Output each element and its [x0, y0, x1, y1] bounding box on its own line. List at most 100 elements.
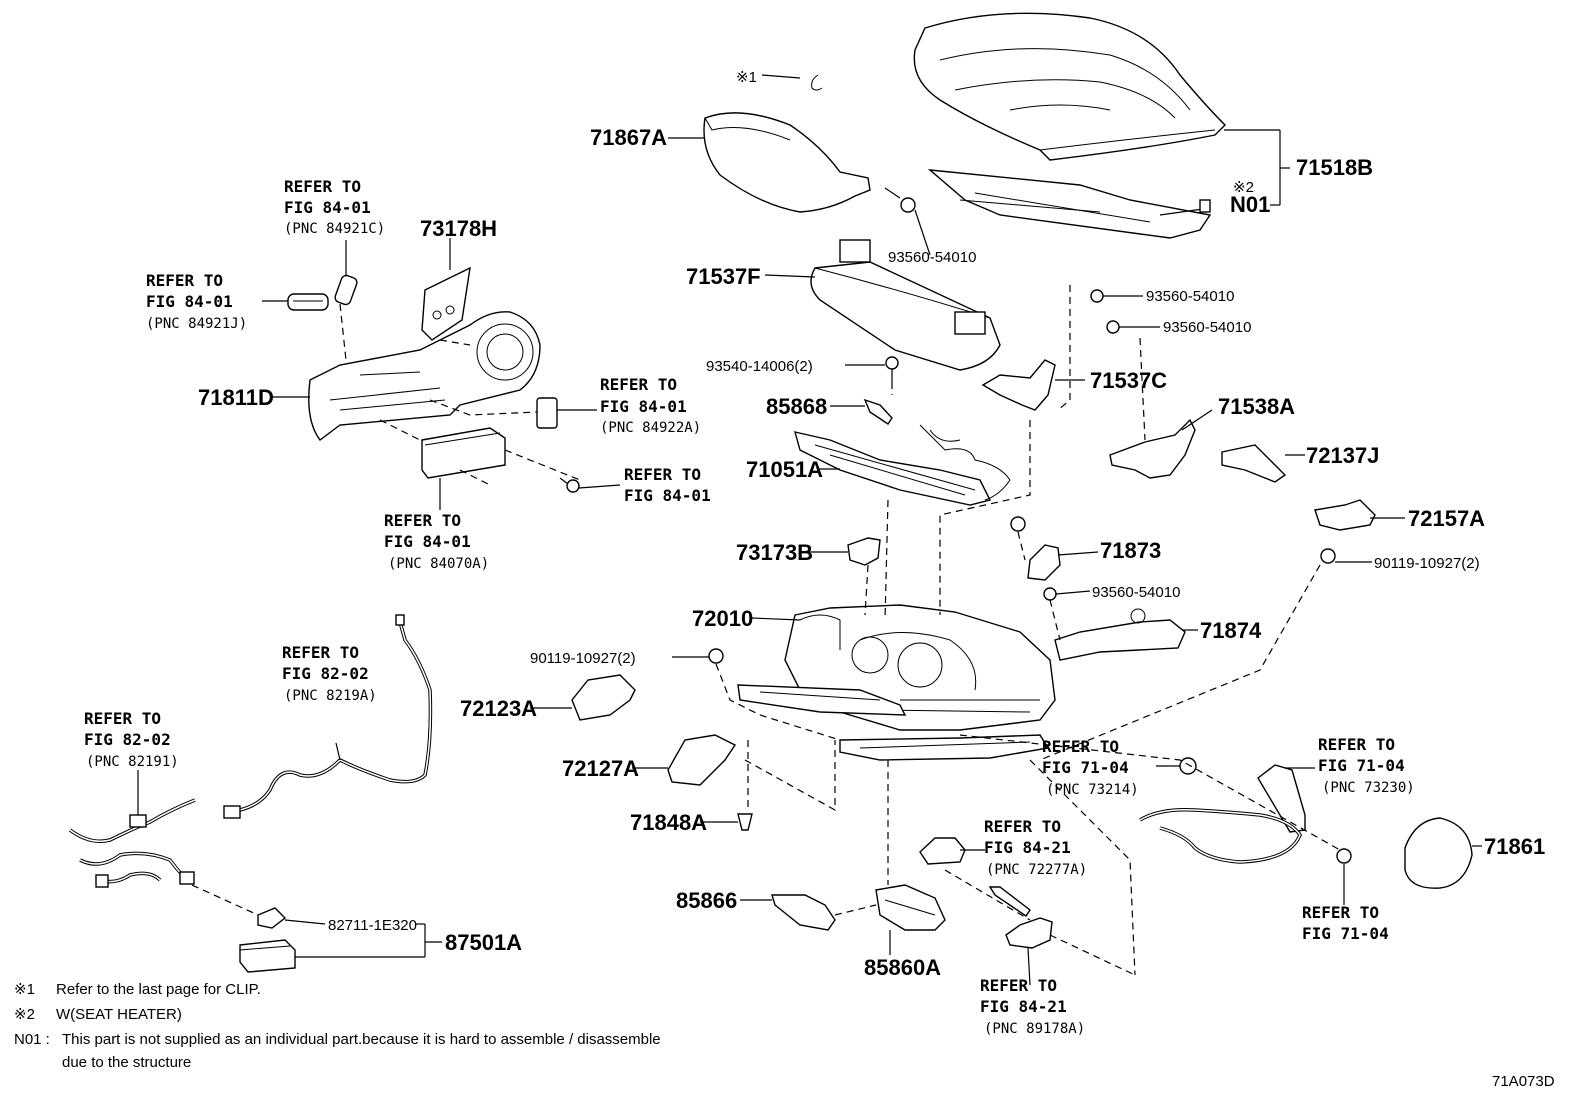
- refer-82191-line3: (PNC 82191): [86, 754, 179, 770]
- refer-82191-line1: REFER TO: [84, 709, 161, 728]
- refer-84-01-line1: REFER TO: [624, 465, 701, 484]
- label-85860A: 85860A: [864, 955, 941, 980]
- mark-clip: ※1: [736, 69, 757, 86]
- label-71538A: 71538A: [1218, 394, 1295, 419]
- refer-84-01-screw: REFER TO FIG 84-01: [624, 465, 711, 505]
- label-72137J: 72137J: [1306, 443, 1379, 468]
- nut-drawing: [1179, 757, 1197, 775]
- trim-85866-drawing: [771, 894, 836, 931]
- code-labels: 93560-54010 93560-54010 93560-54010 9356…: [328, 69, 1480, 934]
- screw-drawing-6: [1043, 587, 1057, 601]
- bolt-drawing: [988, 886, 1031, 917]
- figure-code: 71A073D: [1492, 1073, 1555, 1090]
- seat-rail-drawing: [737, 684, 1050, 761]
- footnotes: ※1 Refer to the last page for CLIP. ※2 W…: [14, 981, 661, 1071]
- refer-84921C: REFER TO FIG 84-01 (PNC 84921C): [284, 177, 385, 237]
- refer-84922A-line1: REFER TO: [600, 375, 677, 394]
- part-labels: 71518B 71867A N01 71537F 73178H 71811D 8…: [198, 125, 1545, 980]
- refer-82191: REFER TO FIG 82-02 (PNC 82191): [84, 709, 179, 770]
- refer-84070A-line1: REFER TO: [384, 511, 461, 530]
- code-93560-54010-d: 93560-54010: [1092, 584, 1180, 601]
- refer-82191-line2: FIG 82-02: [84, 730, 171, 749]
- cover-72157A-drawing: [1314, 499, 1376, 531]
- refer-73230: REFER TO FIG 71-04 (PNC 73230): [1318, 735, 1415, 796]
- refer-89178A-line2: FIG 84-21: [980, 997, 1067, 1016]
- footnote-2-text: W(SEAT HEATER): [56, 1006, 182, 1023]
- refer-84922A-line3: (PNC 84922A): [600, 420, 701, 436]
- refer-84921J-line3: (PNC 84921J): [146, 316, 247, 332]
- cushion-pad-drawing: [810, 239, 1001, 371]
- label-71861: 71861: [1484, 834, 1545, 859]
- refer-84070A: REFER TO FIG 84-01 (PNC 84070A): [384, 511, 489, 572]
- bracket-71874-drawing: [1054, 608, 1186, 661]
- refer-84921J: REFER TO FIG 84-01 (PNC 84921J): [146, 271, 247, 332]
- label-71537C: 71537C: [1090, 368, 1167, 393]
- code-93560-54010-c: 93560-54010: [1163, 319, 1251, 336]
- cover-72137J-drawing: [1221, 444, 1287, 483]
- label-71051A: 71051A: [746, 457, 823, 482]
- refer-72277A: REFER TO FIG 84-21 (PNC 72277A): [984, 817, 1087, 878]
- refer-71-04-nut: REFER TO FIG 71-04: [1302, 903, 1389, 943]
- seat-switch-drawing: [536, 397, 558, 429]
- screw-drawing-5: [1320, 548, 1336, 564]
- refer-71-04-line2: FIG 71-04: [1302, 924, 1389, 943]
- refer-72277A-line1: REFER TO: [984, 817, 1061, 836]
- label-72127A: 72127A: [562, 756, 639, 781]
- footnote-1-text: Refer to the last page for CLIP.: [56, 981, 261, 998]
- code-93560-54010-a: 93560-54010: [888, 249, 976, 266]
- refer-84070A-line3: (PNC 84070A): [388, 556, 489, 572]
- label-71867A: 71867A: [590, 125, 667, 150]
- seat-heater-drawing: [927, 169, 1212, 239]
- label-71537F: 71537F: [686, 264, 761, 289]
- refer-84-01-line2: FIG 84-01: [624, 486, 711, 505]
- code-93540-14006: 93540-14006(2): [706, 358, 813, 375]
- refer-84922A: REFER TO FIG 84-01 (PNC 84922A): [600, 375, 701, 436]
- cover-72127A-drawing: [667, 734, 737, 786]
- footnote-3-text-2: due to the structure: [62, 1054, 191, 1071]
- side-trim-panel-drawing: [703, 112, 871, 213]
- label-72010: 72010: [692, 606, 753, 631]
- leader-lines: [137, 74, 1482, 986]
- label-N01: N01: [1230, 192, 1270, 217]
- seat-belt-buckle-drawing: [1139, 764, 1352, 864]
- wire-harness-8219A-drawing: [223, 614, 433, 819]
- switch-knob-drawing: [287, 274, 358, 311]
- refer-72277A-line2: FIG 84-21: [984, 838, 1071, 857]
- clip-85868-drawing: [863, 398, 893, 425]
- label-71848A: 71848A: [630, 810, 707, 835]
- bracket-71538A-drawing: [1109, 418, 1196, 479]
- refer-73230-line2: FIG 71-04: [1318, 756, 1405, 775]
- refer-73230-line1: REFER TO: [1318, 735, 1395, 754]
- refer-84921C-line1: REFER TO: [284, 177, 361, 196]
- refer-84921C-line3: (PNC 84921C): [284, 221, 385, 237]
- refer-71-04-line1: REFER TO: [1302, 903, 1379, 922]
- cover-72123A-drawing: [571, 674, 636, 721]
- refer-8219A-line3: (PNC 8219A): [284, 688, 377, 704]
- refer-89178A-line1: REFER TO: [980, 976, 1057, 995]
- refer-84070A-line2: FIG 84-01: [384, 532, 471, 551]
- label-73178H: 73178H: [420, 216, 497, 241]
- refer-84922A-line2: FIG 84-01: [600, 397, 687, 416]
- switch-85860A-drawing: [875, 884, 946, 931]
- screw-drawing-2: [559, 477, 580, 493]
- refer-73214-line1: REFER TO: [1042, 737, 1119, 756]
- assembly-lines: [191, 285, 1341, 976]
- footnote-1-mark: ※1: [14, 981, 35, 998]
- bracket-71537C-drawing: [981, 359, 1056, 411]
- label-71518B: 71518B: [1296, 155, 1373, 180]
- screw-drawing: [884, 187, 916, 213]
- label-73173B: 73173B: [736, 540, 813, 565]
- footnote-3-mark: N01 :: [14, 1031, 50, 1048]
- refer-labels: REFER TO FIG 84-01 (PNC 84921C) REFER TO…: [84, 177, 1415, 1037]
- cushion-spring-drawing: [794, 424, 1011, 506]
- label-72123A: 72123A: [460, 696, 537, 721]
- cover-piece-drawing: [421, 266, 471, 341]
- footnote-2-mark: ※2: [14, 1006, 35, 1023]
- occupant-sensor-drawing: [239, 907, 296, 973]
- refer-8219A-line1: REFER TO: [282, 643, 359, 662]
- refer-8219A: REFER TO FIG 82-02 (PNC 8219A): [282, 643, 377, 704]
- refer-89178A: REFER TO FIG 84-21 (PNC 89178A): [980, 976, 1085, 1037]
- refer-73214: REFER TO FIG 71-04 (PNC 73214): [1042, 737, 1139, 798]
- seat-control-module-drawing: [421, 427, 506, 479]
